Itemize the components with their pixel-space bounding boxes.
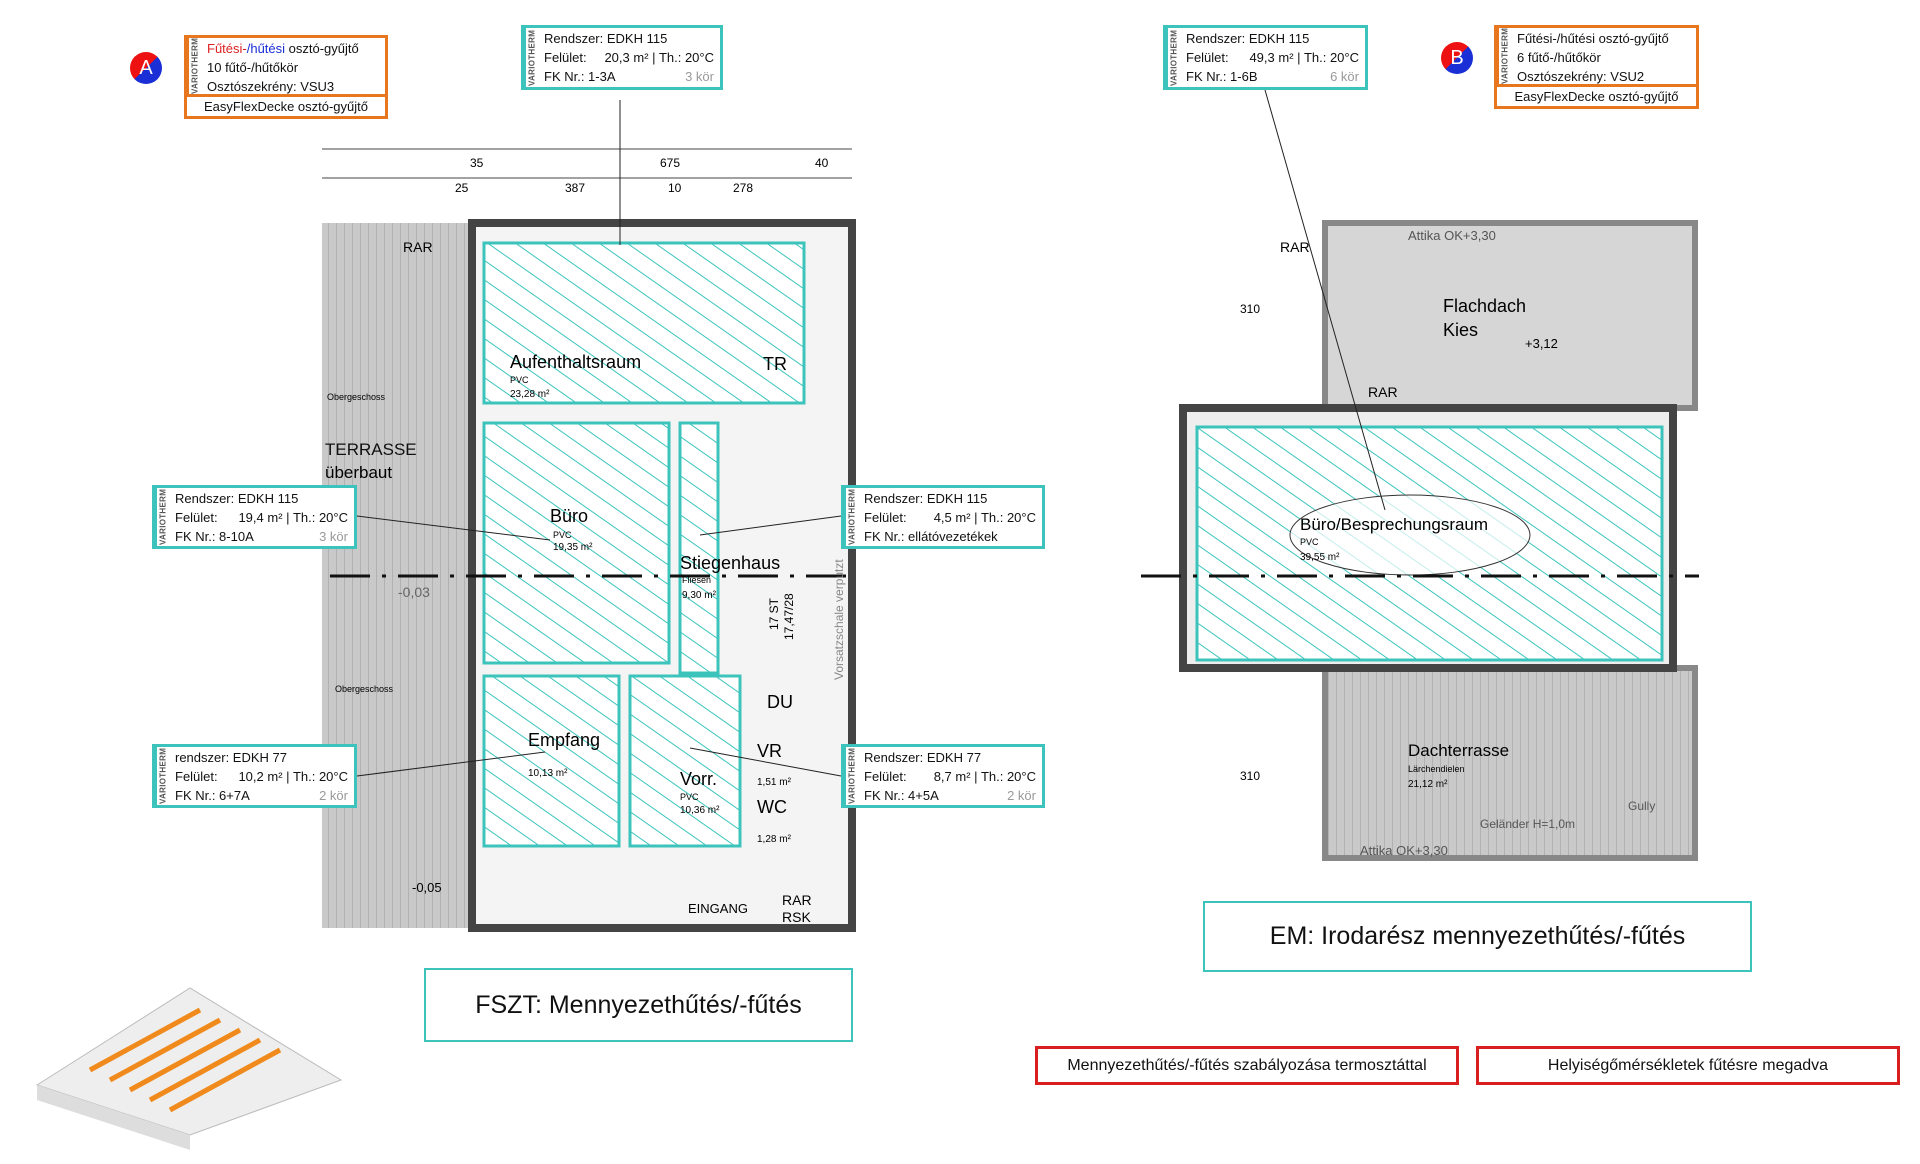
- plan-label: DU: [767, 692, 793, 712]
- stairs-count-label: 17 ST: [767, 597, 781, 630]
- plan-label: Obergeschoss: [327, 392, 386, 402]
- plan-label: Dachterrasse: [1408, 741, 1509, 760]
- plan-label: Empfang: [528, 730, 600, 750]
- upper-floor-title: EM: Irodarész mennyezethűtés/-fűtés: [1203, 901, 1752, 972]
- zone-box-6-7a: VARIOTHERM rendszer: EDKH 77 Felület:10,…: [152, 744, 357, 808]
- level-label-2: -0,03: [398, 584, 430, 600]
- plan-label: Flachdach: [1443, 296, 1526, 316]
- note-room-temperatures: Helyiségőmérsékletek fűtésre megadva: [1476, 1046, 1900, 1085]
- plan-label: RAR: [403, 239, 433, 255]
- dim-top: 35: [470, 156, 484, 170]
- distributor-a-footer: EasyFlexDecke osztó-gyűjtő: [184, 94, 388, 119]
- plan-label: EINGANG: [688, 901, 748, 916]
- stairs-dimension-label: 17,47/28: [782, 593, 796, 640]
- distributor-b-badge: B: [1441, 42, 1473, 74]
- plan-label: überbaut: [325, 463, 392, 482]
- plan-label: Gully: [1628, 799, 1655, 813]
- plan-label: Geländer H=1,0m: [1480, 817, 1575, 831]
- plan-label: 9,30 m²: [682, 590, 717, 601]
- svg-text:675: 675: [660, 156, 680, 170]
- plan-label: Attika OK+3,30: [1360, 843, 1448, 858]
- svg-text:278: 278: [733, 181, 753, 195]
- plan-label: Büro: [550, 506, 588, 526]
- ground-floor-title: FSZT: Mennyezethűtés/-fűtés: [424, 968, 853, 1042]
- plan-label: PVC: [1300, 537, 1319, 547]
- svg-text:40: 40: [815, 156, 829, 170]
- plan-label: PVC: [510, 375, 529, 385]
- plan-label: PVC: [680, 792, 699, 802]
- ground-floor-plan: 35 675 40 25 387 10 278 AufenthaltsraumP…: [322, 100, 856, 932]
- svg-text:10: 10: [668, 181, 682, 195]
- plan-label: WC: [757, 797, 787, 817]
- zone-box-1-3a: VARIOTHERM Rendszer: EDKH 115 Felület:20…: [521, 25, 723, 90]
- plan-label: TERRASSE: [325, 440, 417, 459]
- plan-label: Aufenthaltsraum: [510, 352, 641, 372]
- zone-box-1-6b: VARIOTHERM Rendszer: EDKH 115 Felület:49…: [1163, 25, 1368, 90]
- plan-label: +3,12: [1525, 336, 1558, 351]
- zone-box-supply-lines: VARIOTHERM Rendszer: EDKH 115 Felület:4,…: [841, 485, 1045, 549]
- plan-label: Obergeschoss: [335, 684, 394, 694]
- zone-box-4-5a: VARIOTHERM Rendszer: EDKH 77 Felület:8,7…: [841, 744, 1045, 808]
- plan-label: RAR: [1280, 239, 1310, 255]
- plan-label: VR: [757, 741, 782, 761]
- plan-label: 310: [1240, 302, 1260, 316]
- plan-label: -0,05: [412, 880, 442, 895]
- variotherm-logo: VARIOTHERM: [187, 38, 201, 94]
- svg-text:387: 387: [565, 181, 585, 195]
- svg-text:25: 25: [455, 181, 469, 195]
- plan-label: 19,35 m²: [553, 542, 593, 553]
- distributor-a-badge: A: [130, 52, 162, 84]
- distributor-b-box: VARIOTHERM Fűtési-/hűtési osztó-gyűjtő 6…: [1494, 25, 1699, 109]
- plan-label: Kies: [1443, 320, 1478, 340]
- distributor-b-footer: EasyFlexDecke osztó-gyűjtő: [1494, 84, 1699, 109]
- ceiling-panel-illustration: [35, 987, 343, 1150]
- plan-label: 1,28 m²: [757, 834, 792, 845]
- plan-label: Lärchendielen: [1408, 764, 1465, 774]
- wall-lining-label: Vorsatzschale verputzt: [832, 559, 846, 680]
- plan-label: RSK: [782, 909, 811, 925]
- plan-label: 1,51 m²: [757, 777, 792, 788]
- plan-label: RAR: [1368, 384, 1398, 400]
- plan-label: 10,13 m²: [528, 768, 568, 779]
- plan-label: Büro/Besprechungsraum: [1300, 515, 1488, 534]
- variotherm-logo: VARIOTHERM: [1497, 28, 1511, 84]
- plan-label: Vorr.: [680, 769, 717, 789]
- plan-label: 21,12 m²: [1408, 779, 1448, 790]
- plan-label: 23,28 m²: [510, 389, 550, 400]
- zone-box-8-10a: VARIOTHERM Rendszer: EDKH 115 Felület:19…: [152, 485, 357, 549]
- plan-label: Fliesen: [682, 575, 711, 585]
- distributor-a-box: VARIOTHERM Fűtési-/hűtési osztó-gyűjtő 1…: [184, 35, 388, 119]
- note-thermostat: Mennyezethűtés/-fűtés szabályozása termo…: [1035, 1046, 1459, 1085]
- plan-label: Stiegenhaus: [680, 553, 780, 573]
- plan-label: 39,55 m²: [1300, 552, 1340, 563]
- plan-label: 10,36 m²: [680, 805, 720, 816]
- plan-label: PVC: [553, 530, 572, 540]
- plan-label: 310: [1240, 769, 1260, 783]
- plan-label: TR: [763, 354, 787, 374]
- plan-label: Attika OK+3,30: [1408, 228, 1496, 243]
- plan-label: RAR: [782, 892, 812, 908]
